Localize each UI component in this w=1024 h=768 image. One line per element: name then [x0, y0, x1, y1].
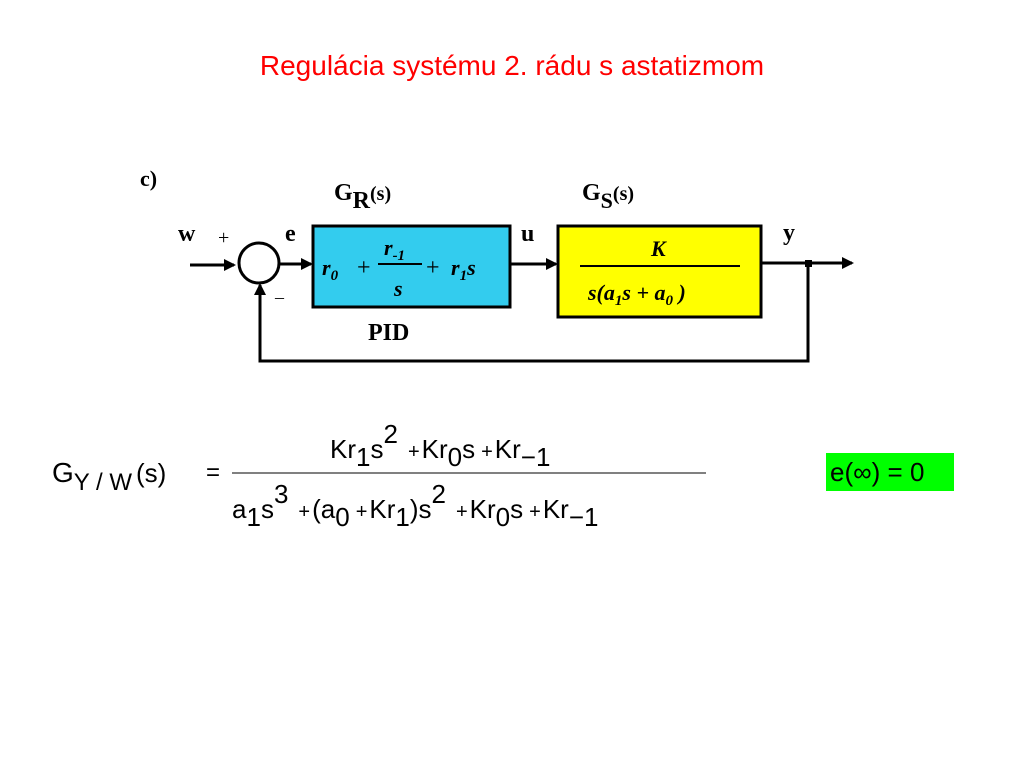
pid-plus-2: + — [426, 255, 440, 281]
controller-label: GR(s) — [334, 180, 391, 214]
pid-name: PID — [368, 320, 409, 346]
plant-block — [556, 224, 763, 319]
part-label: c) — [140, 166, 157, 191]
pid-plus-1: + — [357, 255, 371, 281]
tf-numerator: Kr1s2+Kr0s+Kr−1 — [330, 419, 550, 472]
plant-label: GS(s) — [582, 180, 634, 213]
feedback-path — [258, 263, 810, 363]
signal-w: w — [178, 221, 196, 247]
sign-minus: – — [274, 287, 285, 307]
steady-state-box — [826, 453, 954, 491]
tf-equals: = — [206, 459, 220, 486]
plant-numerator: K — [650, 236, 667, 261]
sign-plus: + — [218, 227, 229, 249]
pid-r0: r0 — [322, 255, 339, 284]
signal-y: y — [783, 220, 795, 246]
pid-block — [311, 224, 512, 309]
pid-r-1: r-1 — [384, 235, 405, 264]
slide-title: Regulácia systému 2. rádu s astatizmom — [259, 50, 765, 81]
pid-r1s: r1s — [451, 255, 476, 284]
tf-lhs: GY / W(s) — [52, 457, 166, 496]
pid-s-denominator: s — [393, 276, 403, 301]
signal-u: u — [521, 221, 534, 247]
tf-denominator: a1s3+(a0+Kr1)s2+Kr0s+Kr−1 — [232, 479, 598, 532]
steady-state-text: e(∞) = 0 — [830, 457, 924, 487]
plant-denominator: s(a1s + a0 ) — [587, 280, 686, 309]
signal-e: e — [285, 221, 296, 247]
